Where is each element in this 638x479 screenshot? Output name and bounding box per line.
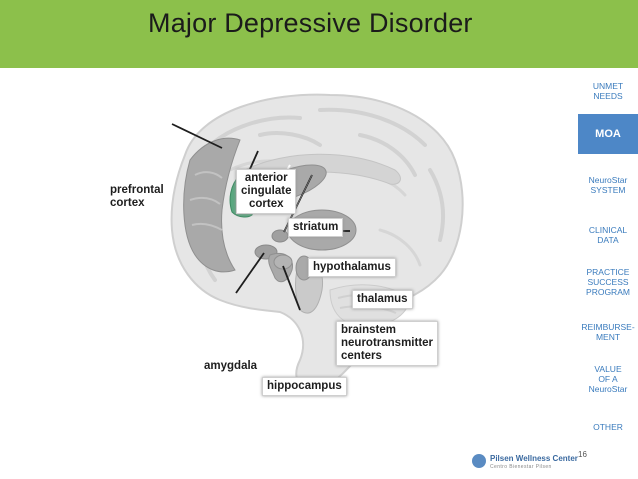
- slide-content: prefrontal cortex anterior cingulate cor…: [0, 68, 578, 479]
- label-amygdala: amygdala: [204, 360, 258, 372]
- page-number: 16: [578, 450, 587, 459]
- slide-title: Major Depressive Disorder: [148, 8, 473, 38]
- label-hypothalamus: hypothalamus: [308, 258, 396, 277]
- logo-tagline: Centro Bienestar Pilsen: [490, 464, 552, 470]
- sidebar-item-neurostar-system[interactable]: NeuroStar SYSTEM: [588, 175, 628, 195]
- prefrontal-region: [183, 137, 241, 273]
- label-prefrontal-cortex: prefrontal cortex: [110, 184, 164, 209]
- sidebar-item-practice-success-program[interactable]: PRACTICE SUCCESS PROGRAM: [586, 267, 630, 297]
- sidebar-item-moa[interactable]: MOA: [578, 114, 638, 154]
- label-thalamus: thalamus: [352, 290, 413, 309]
- brain-diagram: [170, 93, 464, 390]
- label-striatum: striatum: [288, 218, 344, 237]
- logo-name: Pilsen Wellness Center: [490, 454, 578, 463]
- pilsen-wellness-logo: Pilsen Wellness Center Centro Bienestar …: [472, 452, 582, 472]
- sidebar-item-value-of-neurostar[interactable]: VALUE OF A NeuroStar: [588, 364, 628, 394]
- sidebar-item-clinical-data[interactable]: CLINICAL DATA: [588, 225, 628, 245]
- sidebar-item-other[interactable]: OTHER: [593, 422, 623, 432]
- hypothalamus-shape: [271, 229, 289, 243]
- label-hippocampus: hippocampus: [262, 377, 347, 396]
- sidebar-nav: UNMET NEEDS MOA NeuroStar SYSTEM CLINICA…: [578, 68, 638, 479]
- title-bar: Major Depressive Disorder: [0, 0, 638, 68]
- label-brainstem-centers: brainstem neurotransmitter centers: [336, 321, 439, 366]
- logo-icon: [472, 454, 486, 468]
- label-anterior-cingulate-cortex: anterior cingulate cortex: [236, 169, 297, 214]
- sidebar-item-unmet-needs[interactable]: UNMET NEEDS: [592, 81, 624, 101]
- sidebar-item-reimbursement[interactable]: REIMBURSE- MENT: [581, 322, 635, 342]
